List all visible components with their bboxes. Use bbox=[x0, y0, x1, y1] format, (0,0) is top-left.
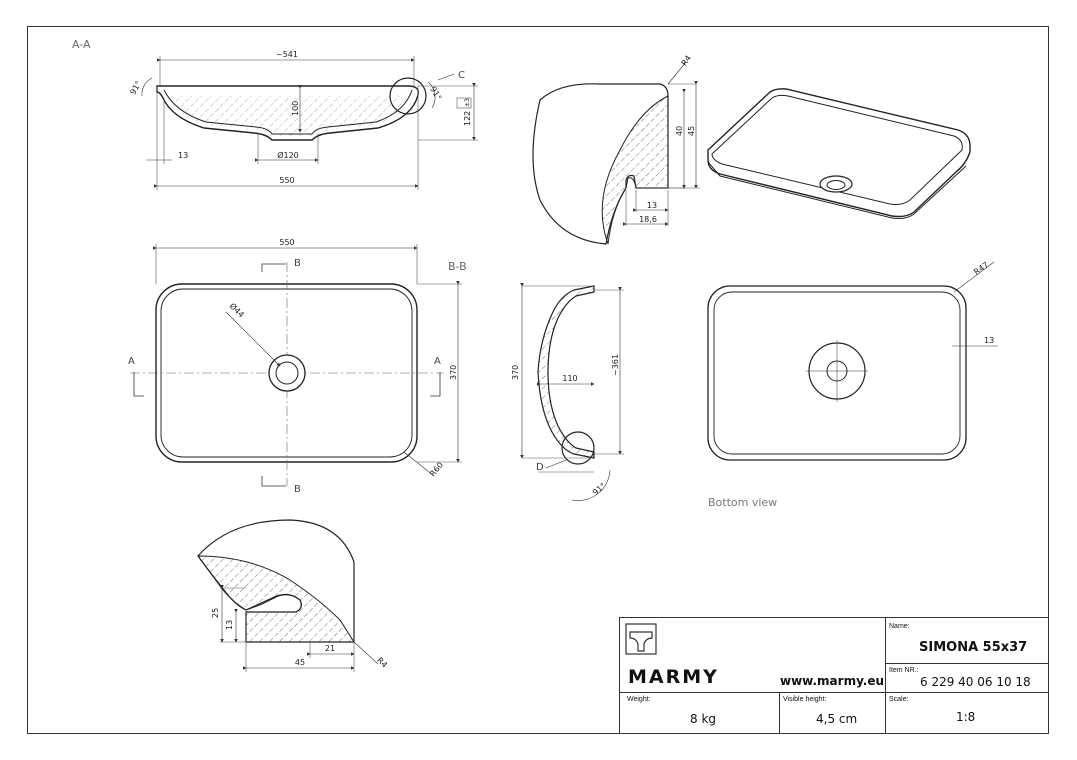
plan-drain-inner bbox=[275, 361, 299, 385]
weight-value: 8 kg bbox=[690, 712, 717, 726]
dim-aa-width-top: ~541 bbox=[276, 50, 298, 59]
leader-line bbox=[353, 641, 379, 665]
plan-view: Ø44 A A B B 550 370 R60 B-B bbox=[128, 238, 467, 495]
marmy-logo-icon bbox=[625, 623, 657, 655]
dim-plan-radius: R60 bbox=[428, 460, 445, 478]
detail-d-hatch bbox=[197, 555, 355, 643]
iso-inner-rim bbox=[711, 94, 963, 205]
item-label: Item NR.: bbox=[889, 667, 919, 674]
dim-detail-d-21: 21 bbox=[325, 644, 335, 653]
iso-base-edge bbox=[707, 161, 967, 219]
dim-detail-c-40: 40 bbox=[675, 126, 684, 136]
dim-detail-c-radius: R4 bbox=[680, 54, 693, 68]
title-block: MARMY www.marmy.eu Name: SIMONA 55x37 It… bbox=[619, 617, 1049, 734]
detail-circle-c bbox=[389, 77, 427, 115]
dim-detail-c-18-6: 18,6 bbox=[639, 215, 657, 224]
angle-arc bbox=[571, 469, 611, 501]
angle-arc bbox=[141, 77, 153, 97]
dim-aa-height: 122 bbox=[463, 111, 472, 126]
marker-a-right: A bbox=[434, 356, 441, 367]
dim-aa-width: 550 bbox=[279, 176, 294, 185]
tolerance-box bbox=[456, 97, 472, 109]
weight-label: Weight: bbox=[627, 696, 651, 703]
section-aa-label: A-A bbox=[72, 38, 91, 51]
iso-drain-inner bbox=[826, 180, 846, 190]
section-arrow-a-left bbox=[133, 372, 144, 397]
dim-detail-c-45: 45 bbox=[687, 126, 696, 136]
angle-arc bbox=[427, 81, 436, 109]
detail-c-view: 40 45 R4 13 18,6 bbox=[532, 54, 700, 245]
dim-detail-d-25: 25 bbox=[211, 608, 220, 618]
isometric-view bbox=[707, 88, 971, 219]
section-bb-view: 370 ~361 110 D 91° bbox=[511, 283, 624, 501]
dim-bottom-radius: R47 bbox=[972, 260, 990, 276]
item-number: 6 229 40 06 10 18 bbox=[920, 675, 1031, 689]
visible-height-label: Visible height: bbox=[783, 696, 827, 703]
website-link[interactable]: www.marmy.eu bbox=[780, 674, 885, 688]
marker-a-left: A bbox=[128, 356, 135, 367]
tb-divider bbox=[885, 663, 1048, 664]
dim-aa-rim: 13 bbox=[178, 151, 188, 160]
detail-circle-d bbox=[561, 431, 595, 465]
tb-divider bbox=[885, 618, 886, 733]
dim-detail-d-radius: R4 bbox=[375, 656, 389, 670]
section-hatch bbox=[166, 96, 410, 136]
product-name: SIMONA 55x37 bbox=[919, 640, 1028, 655]
dim-bottom-13: 13 bbox=[984, 336, 994, 345]
dim-bb-110: 110 bbox=[562, 374, 577, 383]
dim-detail-d-13: 13 bbox=[225, 620, 234, 630]
marker-c: C bbox=[458, 70, 465, 81]
visible-height-value: 4,5 cm bbox=[816, 712, 858, 726]
marker-b-bottom: B bbox=[294, 484, 301, 495]
dim-aa-depth: 100 bbox=[291, 101, 300, 116]
scale-label: Scale: bbox=[889, 696, 909, 703]
dim-detail-c-13: 13 bbox=[647, 201, 657, 210]
leader-line bbox=[403, 451, 435, 477]
leader-line bbox=[667, 61, 687, 85]
section-arrow-b-top bbox=[261, 263, 286, 272]
detail-c-hatch bbox=[601, 95, 669, 245]
section-aa-view: A-A ~541 91° 91° C 100 bbox=[72, 38, 478, 190]
dim-plan-height: 370 bbox=[449, 365, 458, 380]
tb-divider bbox=[620, 692, 1048, 693]
dim-bb-height: 370 bbox=[511, 365, 520, 380]
bottom-view-label: Bottom view bbox=[708, 496, 777, 509]
marker-d: D bbox=[536, 462, 544, 473]
section-arrow-b-bottom bbox=[261, 476, 286, 487]
leader-line bbox=[953, 261, 995, 293]
bottom-view: R47 13 Bottom view bbox=[707, 260, 998, 509]
dim-detail-d-45: 45 bbox=[295, 658, 305, 667]
scale-value: 1:8 bbox=[956, 710, 976, 724]
bb-section-wall bbox=[537, 285, 595, 459]
dim-aa-drain: Ø120 bbox=[277, 150, 299, 160]
dim-plan-width: 550 bbox=[279, 238, 294, 247]
leader-line bbox=[437, 73, 455, 81]
tb-divider bbox=[779, 692, 780, 733]
detail-d-view: 25 13 21 45 R4 bbox=[197, 519, 389, 672]
dim-bb-inner: ~361 bbox=[611, 354, 620, 376]
section-arrow-a-right bbox=[430, 372, 441, 397]
section-bb-label: B-B bbox=[448, 260, 467, 273]
drawing-frame bbox=[27, 26, 1049, 734]
brand-name: MARMY bbox=[628, 666, 719, 688]
bottom-inner bbox=[713, 291, 961, 455]
leader-line bbox=[225, 311, 281, 367]
leader-line bbox=[545, 459, 567, 469]
dim-bb-angle: 91° bbox=[591, 481, 608, 497]
dim-aa-angle-right: 91° bbox=[428, 85, 443, 102]
name-label: Name: bbox=[889, 623, 910, 630]
dim-aa-height-tolerance: ±3 bbox=[464, 98, 471, 107]
marker-b-top: B bbox=[294, 258, 301, 269]
dim-aa-angle-left: 91° bbox=[128, 79, 143, 96]
